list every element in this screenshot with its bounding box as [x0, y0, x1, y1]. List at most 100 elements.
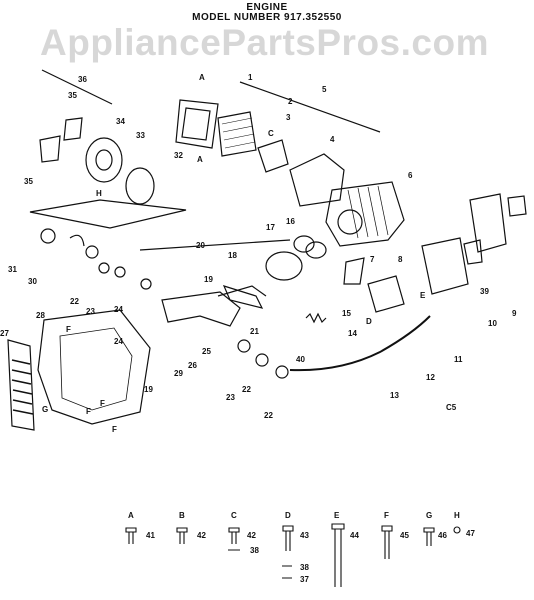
watermark: AppliancePartsPros.com	[40, 22, 489, 63]
legend-number: 43	[300, 531, 309, 540]
callout: 13	[390, 391, 399, 400]
callout: 24	[114, 337, 123, 346]
callout: 16	[286, 217, 295, 226]
part-clutch-drum	[85, 137, 123, 183]
callout: 3	[286, 113, 291, 122]
part-clutch-shoe	[39, 135, 61, 163]
part-sprocket	[125, 167, 155, 205]
legend-letter: F	[384, 511, 389, 520]
legend-number: 37	[300, 575, 309, 584]
hardware-legend: A 41 B 42 C 42 D 43 E 44 F 45 G 46 H 47 …	[125, 511, 475, 587]
legend-letter: C	[231, 511, 237, 520]
callout: 31	[8, 265, 17, 274]
callout: 1	[248, 73, 253, 82]
legend-number: 42	[247, 531, 256, 540]
callout: 19	[144, 385, 153, 394]
callout: 28	[36, 311, 45, 320]
part-spring	[305, 312, 327, 324]
callout: 14	[348, 329, 357, 338]
callout: 21	[250, 327, 259, 336]
part-carburetor-gasket	[367, 275, 405, 313]
legend-number: 46	[438, 531, 447, 540]
letter-label: C	[268, 129, 274, 138]
letter-label: F	[100, 399, 105, 408]
callout: 39	[480, 287, 489, 296]
legend-number: 38	[250, 546, 259, 555]
part-crankcase	[37, 309, 151, 425]
part-gasket	[463, 239, 483, 265]
callout: 34	[116, 117, 125, 126]
bracket-36	[41, 69, 113, 105]
callout-labels: 1 2 3 4 5 6 7 8 9 10 11 12 13 14 15 16 1…	[0, 73, 517, 420]
part-fuel-line	[289, 315, 431, 372]
bracket-5	[239, 81, 381, 133]
letter-labels: A A C D E G H F F F F C5	[42, 73, 457, 434]
legend-number: 41	[146, 531, 155, 540]
callout: 32	[174, 151, 183, 160]
callout: 15	[342, 309, 351, 318]
model-number: MODEL NUMBER 917.352550	[192, 12, 342, 23]
legend-number: 47	[466, 529, 475, 538]
part-cover	[7, 339, 35, 431]
legend-number: 38	[300, 563, 309, 572]
legend-letter: B	[179, 511, 185, 520]
callout: 22	[70, 297, 79, 306]
part-piston	[265, 251, 303, 281]
callout: 2	[288, 97, 293, 106]
letter-label: E	[420, 291, 426, 300]
bracket-20	[139, 239, 291, 251]
callout: 12	[426, 373, 435, 382]
diagram-title: ENGINE	[246, 2, 288, 13]
legend-letter: G	[426, 511, 432, 520]
callout: 29	[174, 369, 183, 378]
part-connecting-rod	[222, 285, 264, 309]
letter-label: A	[199, 73, 205, 82]
part-air-filter-frame	[175, 99, 219, 149]
callout: 26	[188, 361, 197, 370]
callout: 27	[0, 329, 9, 338]
part-piston-ring	[293, 235, 315, 253]
part-crankshaft	[161, 291, 241, 327]
legend-letter: D	[285, 511, 291, 520]
callout: 40	[296, 355, 305, 364]
letter-label: F	[86, 407, 91, 416]
part-cylinder	[325, 181, 405, 247]
legend-letter: E	[334, 511, 340, 520]
callout: 7	[370, 255, 375, 264]
letter-label: H	[96, 189, 102, 198]
part-gasket-small	[507, 195, 527, 217]
callout: 22	[264, 411, 273, 420]
part-bracket	[257, 139, 289, 173]
callout: 5	[322, 85, 327, 94]
outline-seal-area	[29, 199, 187, 229]
part-carburetor	[421, 237, 469, 295]
legend-number: 42	[197, 531, 206, 540]
callout: 30	[28, 277, 37, 286]
letter-label: F	[112, 425, 117, 434]
callout: 10	[488, 319, 497, 328]
callout: 9	[512, 309, 517, 318]
callout: 4	[330, 135, 335, 144]
part-filter-screen	[217, 111, 257, 157]
callout: 24	[114, 305, 123, 314]
callout: 23	[86, 307, 95, 316]
letter-label: A	[197, 155, 203, 164]
legend-letter: H	[454, 511, 460, 520]
diagram-code: C5	[446, 403, 457, 412]
letter-label: G	[42, 405, 48, 414]
callout: 18	[228, 251, 237, 260]
callout: 19	[204, 275, 213, 284]
callout: 8	[398, 255, 403, 264]
part-adapter	[469, 193, 507, 253]
callout: 22	[242, 385, 251, 394]
callout: 6	[408, 171, 413, 180]
callout: 11	[454, 355, 463, 364]
callout: 35	[24, 177, 33, 186]
legend-letter: A	[128, 511, 134, 520]
part-seal	[40, 228, 56, 244]
callout: 33	[136, 131, 145, 140]
callout: 35	[68, 91, 77, 100]
letter-label: D	[366, 317, 372, 326]
part-shroud	[289, 153, 345, 207]
